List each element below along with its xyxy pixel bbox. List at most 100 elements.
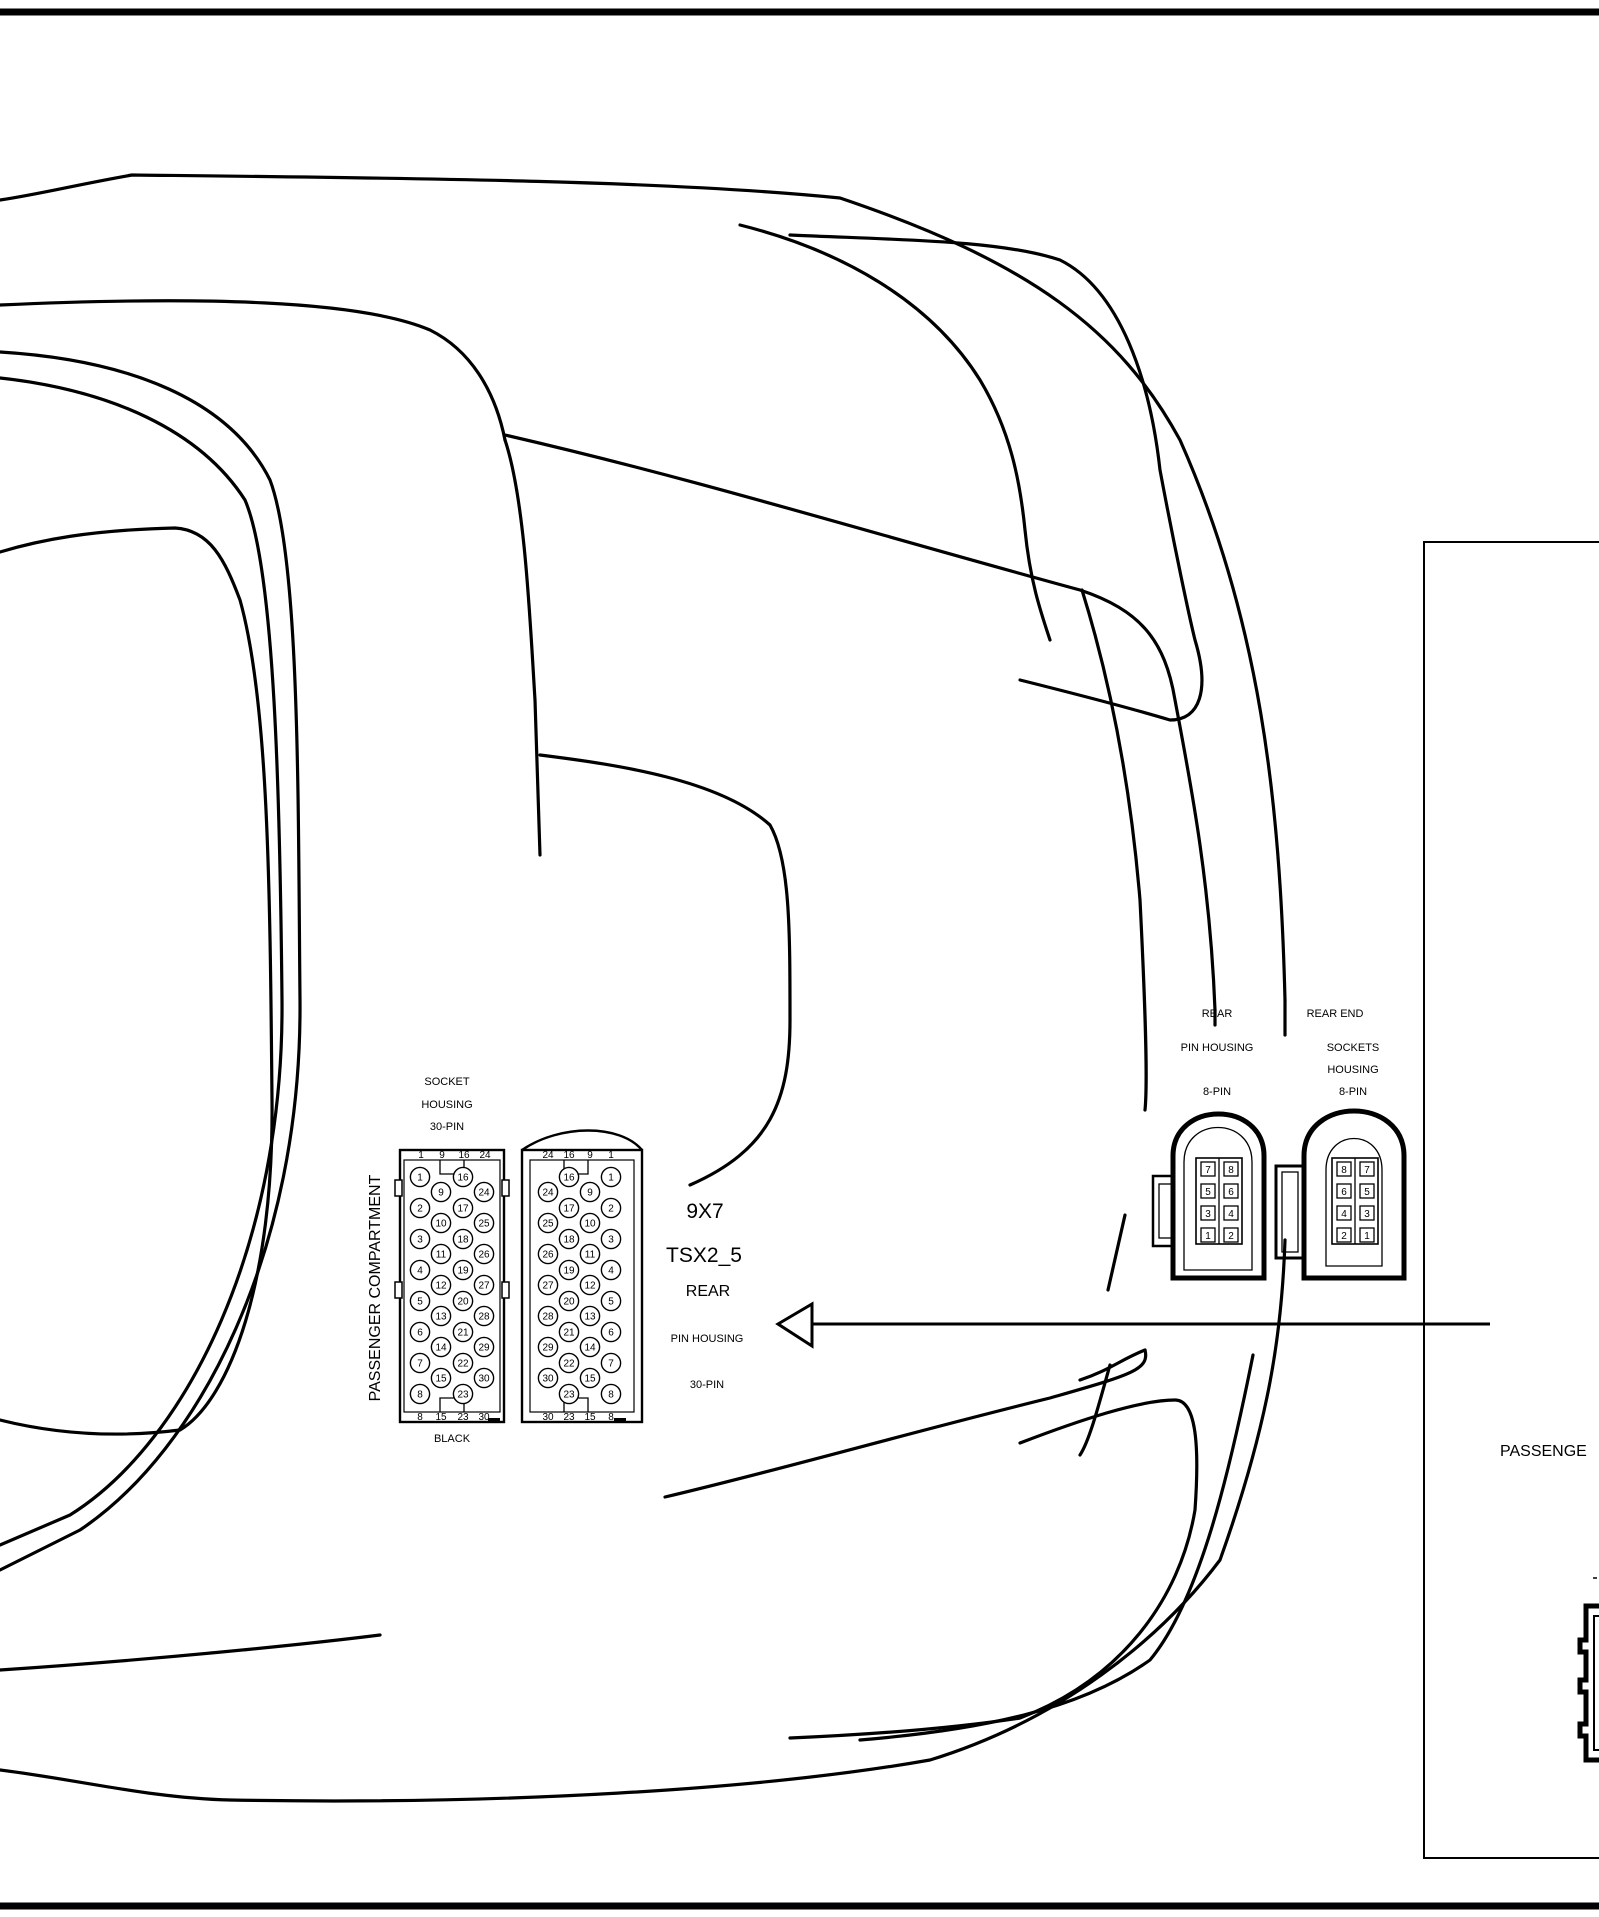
pin-number: 10 [584, 1219, 596, 1230]
pin-number: 14 [435, 1343, 447, 1354]
cavity-4 [1336, 1205, 1352, 1221]
pin-17 [452, 1197, 474, 1219]
pin-3 [600, 1228, 622, 1250]
cavity-2 [1336, 1227, 1352, 1243]
pin-7 [600, 1352, 622, 1374]
pin-number: 19 [563, 1266, 575, 1277]
pin-number: 20 [563, 1297, 575, 1308]
pin-15 [579, 1367, 601, 1389]
pin-20 [558, 1290, 580, 1312]
pin-number: 30 [542, 1374, 554, 1385]
cavity-number: 3 [1364, 1209, 1370, 1220]
pin-5 [409, 1290, 431, 1312]
pin-22 [558, 1352, 580, 1374]
pin-23 [452, 1383, 474, 1405]
pin-29 [537, 1336, 559, 1358]
pin-number: 5 [417, 1297, 423, 1308]
pin-number: 27 [478, 1281, 490, 1292]
pin-number: 20 [457, 1297, 469, 1308]
pin-15 [430, 1367, 452, 1389]
pin-6 [409, 1321, 431, 1343]
cavity-number: 16 [563, 1150, 575, 1161]
cavity-number: 15 [584, 1412, 596, 1423]
pin-1 [600, 1166, 622, 1188]
pin-14 [430, 1336, 452, 1358]
pin-21 [452, 1321, 474, 1343]
cavity-7 [1359, 1161, 1375, 1177]
pin-6 [600, 1321, 622, 1343]
pin-12 [579, 1274, 601, 1296]
cavity-number: 6 [1228, 1187, 1234, 1198]
cavity-number: 24 [479, 1150, 491, 1161]
pin-number: 25 [542, 1219, 554, 1230]
pin-5 [600, 1290, 622, 1312]
pin-27 [537, 1274, 559, 1296]
cavity-number: 8 [417, 1412, 423, 1423]
cavity-number: 2 [1228, 1231, 1234, 1242]
frame-borders [0, 8, 1599, 1910]
cavity-number: 7 [1205, 1165, 1211, 1176]
pin-number: 8 [608, 1390, 614, 1401]
pin-11 [430, 1243, 452, 1265]
pin-4 [600, 1259, 622, 1281]
cavity-2 [1223, 1227, 1239, 1243]
socket-label-line1: SOCKET [424, 1076, 470, 1088]
pin-number: 15 [435, 1374, 447, 1385]
pin-number: 26 [478, 1250, 490, 1261]
pin-24 [537, 1181, 559, 1203]
pin-number: 28 [478, 1312, 490, 1323]
pin-25 [473, 1212, 495, 1234]
pin-number: 6 [608, 1328, 614, 1339]
cavity-1 [1200, 1227, 1216, 1243]
pin-number: 12 [584, 1281, 596, 1292]
pin-1 [409, 1166, 431, 1188]
cavity-8 [1223, 1161, 1239, 1177]
pin-number: 18 [563, 1235, 575, 1246]
cavity-number: 5 [1364, 1187, 1370, 1198]
pin-number: 15 [584, 1374, 596, 1385]
cavity-3 [1200, 1205, 1216, 1221]
pin-number: 10 [435, 1219, 447, 1230]
pin-2 [409, 1197, 431, 1219]
cavity-number: 30 [478, 1412, 490, 1423]
connector-id-label: TSX2_5 [666, 1244, 742, 1267]
cavity-number: 30 [542, 1412, 554, 1423]
passenger-cut-label: PASSENGE [1500, 1443, 1587, 1460]
cavity-number: 16 [458, 1150, 470, 1161]
pin-number: 21 [563, 1328, 575, 1339]
pin-2 [600, 1197, 622, 1219]
pin-number: 18 [457, 1235, 469, 1246]
pin-17 [558, 1197, 580, 1219]
cavity-number: 5 [1205, 1187, 1211, 1198]
pin-13 [430, 1305, 452, 1327]
pin-11 [579, 1243, 601, 1265]
cavity-6 [1223, 1183, 1239, 1199]
cavity-8 [1336, 1161, 1352, 1177]
cavity-number: 24 [542, 1150, 554, 1161]
pin-number: 19 [457, 1266, 469, 1277]
pin-26 [537, 1243, 559, 1265]
pin-housing-small-label: PIN HOUSING [1181, 1042, 1254, 1054]
cavity-number: 9 [439, 1150, 445, 1161]
pin-number: 21 [457, 1328, 469, 1339]
housing-label: HOUSING [1327, 1064, 1378, 1076]
pin-number: 12 [435, 1281, 447, 1292]
thirty-pin-label: 30-PIN [690, 1379, 724, 1391]
pin-4 [409, 1259, 431, 1281]
pin-number: 13 [435, 1312, 447, 1323]
black-label: BLACK [434, 1433, 471, 1445]
cavity-number: 1 [1205, 1231, 1211, 1242]
pin-24 [473, 1181, 495, 1203]
pin-30 [473, 1367, 495, 1389]
pin-number: 4 [417, 1266, 423, 1277]
pin-housing-label: PIN HOUSING [671, 1333, 744, 1345]
eight-pin-a-label: 8-PIN [1203, 1086, 1231, 1098]
vehicle-outline [0, 173, 1287, 1803]
pin-number: 11 [585, 1250, 596, 1261]
pin-number: 24 [542, 1188, 554, 1199]
pin-18 [558, 1228, 580, 1250]
pin-number: 16 [563, 1173, 575, 1184]
